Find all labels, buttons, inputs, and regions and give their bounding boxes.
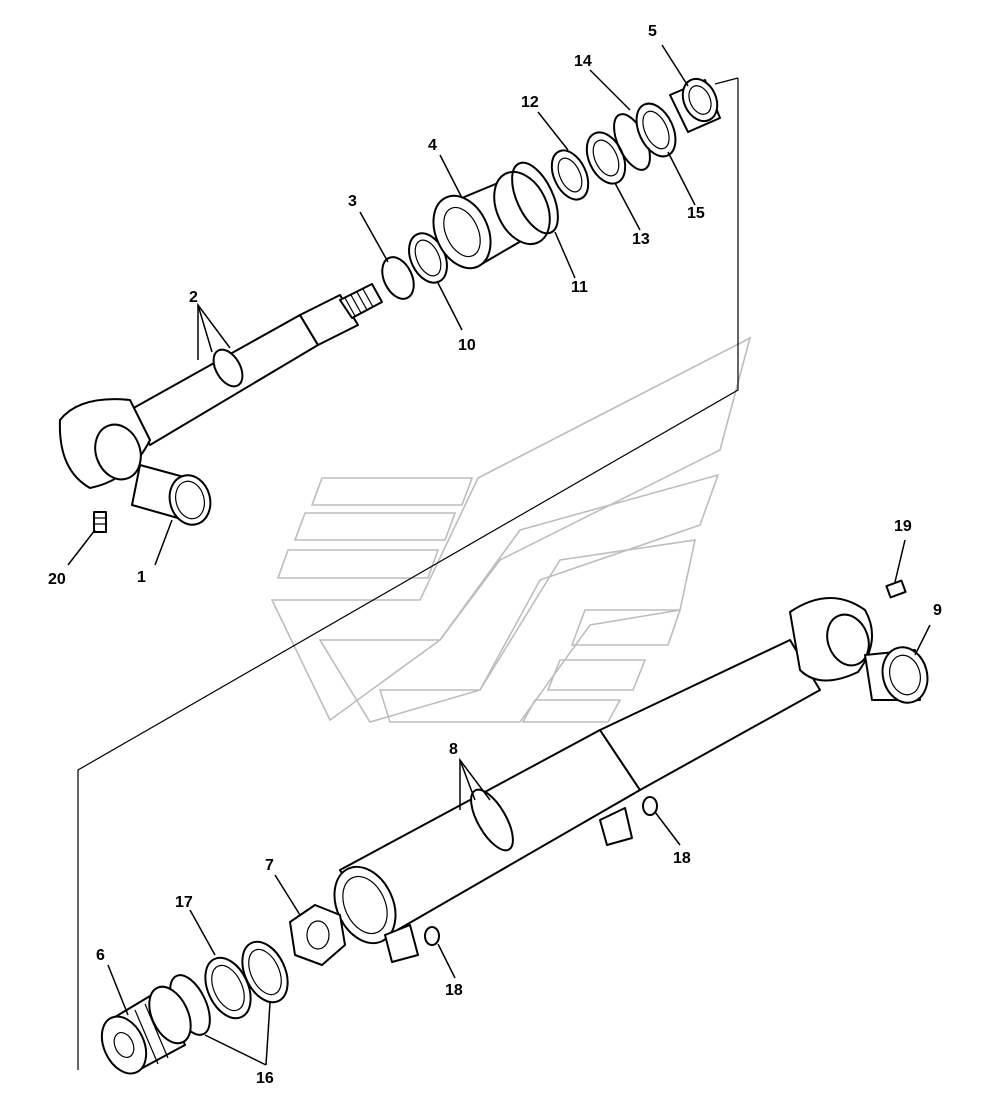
callout-18-lower: 18 (445, 982, 463, 999)
ring-15 (635, 102, 677, 158)
callout-20: 20 (48, 571, 66, 588)
ring-18-lower (424, 926, 440, 946)
callout-15: 15 (687, 205, 705, 222)
callout-3: 3 (348, 193, 357, 210)
grease-fitting-19 (885, 579, 907, 599)
reference-frame (77, 77, 739, 1070)
piston-6 (100, 985, 192, 1075)
callout-6: 6 (96, 947, 105, 964)
callout-17: 17 (175, 894, 193, 911)
grease-fitting-20 (93, 511, 107, 533)
ring-17 (204, 956, 252, 1020)
callout-8: 8 (449, 741, 458, 758)
bushing-1 (131, 464, 212, 526)
callout-12: 12 (521, 94, 539, 111)
callout-4: 4 (428, 137, 437, 154)
callout-5: 5 (648, 23, 657, 40)
callout-1: 1 (137, 569, 146, 586)
callout-14: 14 (574, 53, 592, 70)
callout-7: 7 (265, 857, 274, 874)
leader-lines (67, 44, 931, 1066)
callout-19: 19 (894, 518, 912, 535)
ring-12 (550, 149, 590, 201)
callout-labels: 1 2 3 4 5 6 7 8 9 10 11 12 13 14 15 16 1… (48, 23, 942, 1087)
callout-11: 11 (571, 279, 588, 296)
snap-ring-3 (381, 256, 415, 300)
seal-11 (511, 161, 559, 235)
ring-18-upper (642, 796, 658, 816)
callout-16: 16 (256, 1070, 274, 1087)
bushing-9 (864, 646, 929, 704)
callout-18-upper: 18 (673, 850, 691, 867)
cylinder-tube-8 (333, 597, 874, 963)
callout-9: 9 (933, 602, 942, 619)
callout-2: 2 (189, 289, 198, 306)
watermark-logo (270, 336, 752, 723)
callout-13: 13 (632, 231, 650, 248)
piston-rod (58, 283, 383, 489)
callout-10: 10 (458, 337, 476, 354)
bushing-5 (669, 77, 721, 133)
nut-7 (289, 904, 346, 966)
